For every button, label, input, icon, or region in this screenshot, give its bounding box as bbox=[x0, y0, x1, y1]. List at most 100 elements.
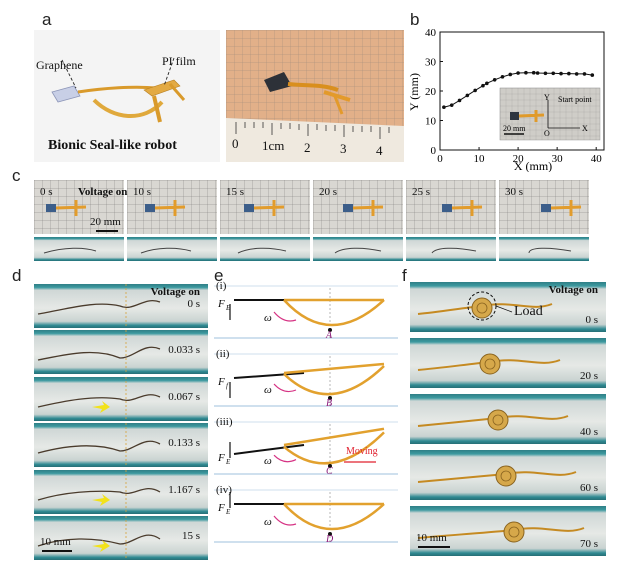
robot-side-profile bbox=[37, 393, 161, 408]
robot-side-profile bbox=[37, 300, 161, 315]
panel-a-render: Graphene PI film Bionic Seal-like robot bbox=[34, 30, 220, 162]
panel-c-side-frame bbox=[313, 237, 403, 261]
panel-c-side-robot bbox=[237, 247, 287, 254]
robot-side-profile bbox=[37, 487, 161, 501]
contact-point bbox=[328, 532, 332, 536]
force-label: F bbox=[218, 502, 225, 514]
trajectory-point bbox=[492, 77, 497, 82]
load-label: Load bbox=[514, 304, 543, 319]
side-robot-shape bbox=[140, 247, 192, 254]
panel-d-voltage-label: Voltage on bbox=[150, 286, 200, 298]
contact-point bbox=[328, 464, 332, 468]
panel-c-side-frame bbox=[220, 237, 310, 261]
panel-a-photo: 0 1cm 2 3 4 bbox=[226, 30, 404, 162]
panel-f-scale-label: 10 mm bbox=[416, 532, 447, 544]
x-axis-label: X (mm) bbox=[514, 159, 552, 172]
trajectory-point bbox=[590, 73, 595, 77]
panel-c-robot bbox=[442, 200, 483, 216]
panel-c-top-frame: 15 s bbox=[220, 180, 310, 234]
omega-label: ω bbox=[264, 312, 272, 324]
panel-c-voltage-label: Voltage on bbox=[78, 186, 128, 198]
side-robot-shape bbox=[237, 247, 287, 254]
pi-film-label: PI film bbox=[162, 54, 196, 68]
omega-label: ω bbox=[264, 516, 272, 528]
load-roll bbox=[495, 465, 517, 487]
trajectory-point bbox=[485, 81, 489, 86]
pi-arc bbox=[283, 503, 385, 531]
robot-body bbox=[451, 200, 483, 216]
trajectory-point bbox=[500, 75, 505, 79]
panel-d-robot bbox=[37, 330, 161, 375]
panel-d-time: 0.133 s bbox=[168, 437, 200, 450]
force-subscript: f bbox=[226, 382, 228, 390]
force-subscript: E bbox=[226, 458, 231, 466]
pi-top-beam bbox=[283, 362, 385, 375]
step-roman-label: (i) bbox=[216, 280, 227, 292]
panel-label-e: e bbox=[214, 266, 224, 285]
inset-start-label: Start point bbox=[558, 95, 592, 104]
chart-series bbox=[442, 70, 595, 110]
panel-f-time: 20 s bbox=[579, 370, 598, 382]
robot-photo bbox=[226, 30, 404, 162]
robot-head bbox=[244, 204, 254, 212]
panel-c-robot bbox=[343, 200, 384, 216]
rotation-arrow-icon bbox=[273, 311, 297, 322]
trajectory-point bbox=[574, 72, 579, 76]
panel-c-robot bbox=[145, 200, 186, 216]
side-robot-shape bbox=[334, 247, 382, 254]
trajectory-point bbox=[551, 71, 556, 76]
load-roll bbox=[487, 409, 509, 431]
force-subscript: E bbox=[226, 304, 231, 312]
side-robot-shape bbox=[43, 247, 97, 254]
panel-f-frame: 20 s bbox=[410, 338, 606, 388]
omega-label: ω bbox=[264, 455, 272, 468]
panel-c-time: 20 s bbox=[319, 186, 338, 198]
panel-d-frame: 0.033 s bbox=[34, 330, 208, 375]
inset-graphene bbox=[510, 112, 519, 120]
y-axis-label: Y (mm) bbox=[408, 73, 421, 111]
trajectory-point bbox=[473, 88, 477, 93]
panel-d-scale-bar bbox=[42, 550, 72, 552]
inset-robot bbox=[518, 110, 545, 122]
panel-c-robot bbox=[46, 200, 87, 216]
panel-d-frame: 0.067 s bbox=[34, 376, 208, 421]
panel-f-robot bbox=[417, 291, 553, 321]
panel-label-b: b bbox=[410, 10, 420, 29]
pi-arc bbox=[283, 299, 385, 327]
point-label: A bbox=[326, 330, 333, 341]
panel-d-time: 1.167 s bbox=[168, 483, 200, 496]
panel-f-frame: 40 s bbox=[410, 394, 606, 444]
force-label: F bbox=[218, 298, 225, 310]
panel-c-scale-bar bbox=[96, 230, 118, 232]
panel-c-side-robot bbox=[140, 247, 192, 254]
side-robot-shape bbox=[431, 247, 477, 254]
step-roman-label: (iii) bbox=[216, 416, 233, 428]
yellow-arrow-icon bbox=[92, 493, 110, 506]
robot-side-profile bbox=[37, 440, 161, 454]
panel-f-frame: 60 s bbox=[410, 450, 606, 500]
panel-c-side-frame bbox=[127, 237, 217, 261]
x-tick-label: 30 bbox=[552, 153, 564, 165]
panel-d-time: 0.033 s bbox=[168, 344, 200, 357]
panel-c-scale-label: 20 mm bbox=[90, 216, 121, 228]
trajectory-point bbox=[535, 71, 540, 75]
step-roman-label: (ii) bbox=[216, 348, 230, 360]
pi-top-beam bbox=[283, 427, 385, 447]
robot-head bbox=[541, 204, 551, 212]
panel-e-diagram bbox=[214, 489, 398, 544]
panel-c-robot bbox=[244, 200, 285, 216]
ruler-label-0: 0 bbox=[232, 136, 239, 151]
y-tick-label: 10 bbox=[425, 116, 437, 128]
point-label: B bbox=[326, 398, 333, 409]
graphene-rod bbox=[233, 444, 305, 455]
load-roll-inner bbox=[500, 470, 512, 482]
yellow-arrow-icon bbox=[92, 540, 110, 552]
panel-d-robot bbox=[37, 516, 161, 560]
y-tick-label: 0 bbox=[431, 145, 437, 157]
panel-label-a: a bbox=[42, 10, 52, 29]
x-tick-label: 40 bbox=[591, 153, 603, 165]
rotation-arrow-icon bbox=[273, 383, 297, 393]
